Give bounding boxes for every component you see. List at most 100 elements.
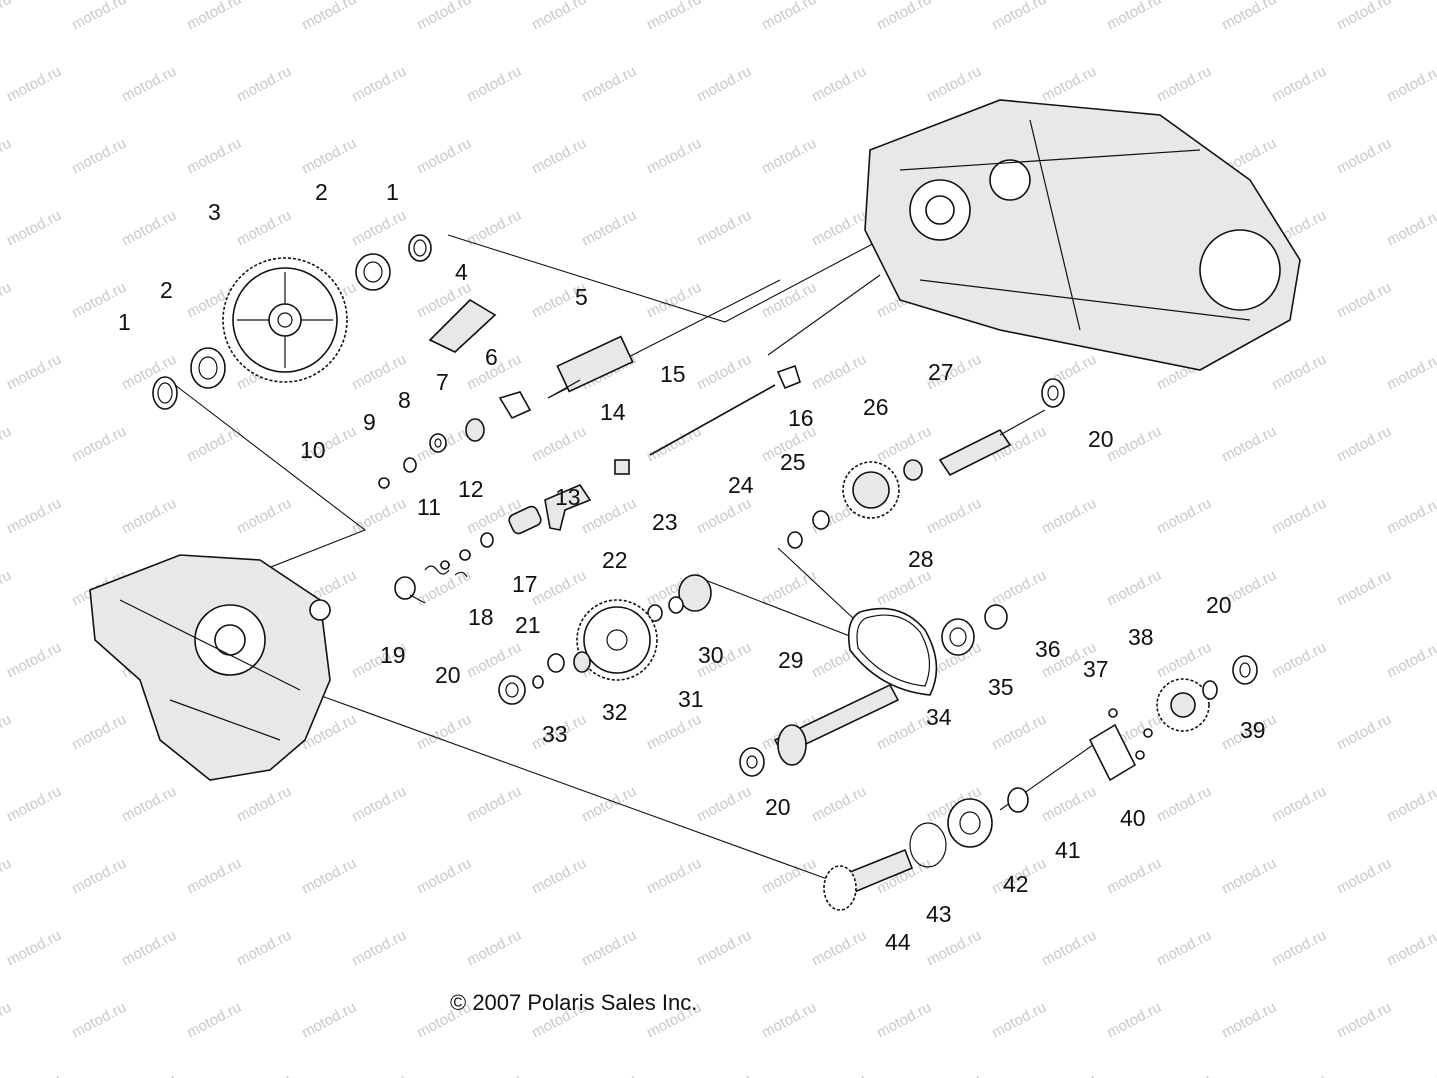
watermark-text: motod.ru xyxy=(1269,1071,1329,1078)
seal-1-lower xyxy=(152,376,178,410)
watermark-text: motod.ru xyxy=(644,855,704,898)
watermark-text: motod.ru xyxy=(0,0,14,34)
watermark-text: motod.ru xyxy=(1334,0,1394,34)
callout-5: 5 xyxy=(575,284,588,310)
watermark-text: motod.ru xyxy=(579,927,639,970)
watermark-text: motod.ru xyxy=(694,351,754,394)
watermark-text: motod.ru xyxy=(989,711,1049,754)
oring-43 xyxy=(909,822,947,868)
watermark-text: motod.ru xyxy=(1269,639,1329,682)
watermark-text: motod.ru xyxy=(4,207,64,250)
watermark-text: motod.ru xyxy=(1269,783,1329,826)
callout-20: 20 xyxy=(765,794,791,820)
bracket-4 xyxy=(428,298,497,353)
watermark-text: motod.ru xyxy=(234,1071,294,1078)
watermark-text: motod.ru xyxy=(924,63,984,106)
watermark-text: motod.ru xyxy=(184,423,244,466)
watermark-text: motod.ru xyxy=(0,855,14,898)
watermark-text: motod.ru xyxy=(1039,927,1099,970)
callout-22: 22 xyxy=(602,547,628,573)
callout-18: 18 xyxy=(468,604,494,630)
watermark-text: motod.ru xyxy=(1384,1071,1437,1078)
watermark-text: motod.ru xyxy=(1334,711,1394,754)
watermark-text: motod.ru xyxy=(529,855,589,898)
copyright-notice: © 2007 Polaris Sales Inc. xyxy=(450,990,698,1015)
watermark-text: motod.ru xyxy=(1269,927,1329,970)
callout-17: 17 xyxy=(512,571,538,597)
shaft-15 xyxy=(649,384,776,456)
watermark-text: motod.ru xyxy=(1269,351,1329,394)
callout-43: 43 xyxy=(926,901,952,927)
watermark-text: motod.ru xyxy=(644,711,704,754)
watermark-text: motod.ru xyxy=(1384,63,1437,106)
shift-fork-13 xyxy=(544,484,592,531)
watermark-text: motod.ru xyxy=(1219,999,1279,1042)
callout-33: 33 xyxy=(542,721,568,747)
watermark-text: motod.ru xyxy=(1039,1071,1099,1078)
watermark-text: motod.ru xyxy=(299,855,359,898)
watermark-text: motod.ru xyxy=(1334,567,1394,610)
callout-19: 19 xyxy=(380,642,406,668)
watermark-text: motod.ru xyxy=(759,999,819,1042)
spring-17 xyxy=(508,505,542,535)
watermark-text: motod.ru xyxy=(694,207,754,250)
watermark-text: motod.ru xyxy=(4,927,64,970)
watermark-text: motod.ru xyxy=(349,783,409,826)
watermark-text: motod.ru xyxy=(1384,927,1437,970)
watermark-text: motod.ru xyxy=(234,927,294,970)
watermark-text: motod.ru xyxy=(184,855,244,898)
watermark-text: motod.ru xyxy=(1334,279,1394,322)
watermark-text: motod.ru xyxy=(234,63,294,106)
callout-38: 38 xyxy=(1128,624,1154,650)
watermark-text: motod.ru xyxy=(234,783,294,826)
callout-3: 3 xyxy=(208,199,221,225)
ring-33 xyxy=(532,675,544,689)
watermark-text: motod.ru xyxy=(924,1071,984,1078)
watermark-text: motod.ru xyxy=(464,783,524,826)
watermark-text: motod.ru xyxy=(1219,423,1279,466)
watermark-text: motod.ru xyxy=(759,0,819,34)
watermark-text: motod.ru xyxy=(234,207,294,250)
watermark-text: motod.ru xyxy=(694,783,754,826)
watermark-text: motod.ru xyxy=(1154,639,1214,682)
plate-40 xyxy=(1088,723,1137,782)
clip-16 xyxy=(776,364,801,390)
watermark-text: motod.ru xyxy=(1384,207,1437,250)
watermark-text: motod.ru xyxy=(874,999,934,1042)
watermark-text: motod.ru xyxy=(69,0,129,34)
watermark-text: motod.ru xyxy=(1104,855,1164,898)
callout-30: 30 xyxy=(698,642,724,668)
ring-30 xyxy=(668,596,684,614)
watermark-text: motod.ru xyxy=(1219,855,1279,898)
chain-34 xyxy=(847,607,938,696)
watermark-text: motod.ru xyxy=(299,135,359,178)
watermark-text: motod.ru xyxy=(1334,423,1394,466)
callout-1: 1 xyxy=(386,179,399,205)
watermark-text: motod.ru xyxy=(414,855,474,898)
watermark-text: motod.ru xyxy=(0,567,14,610)
callout-20: 20 xyxy=(1088,426,1114,452)
bearing-20-far-right xyxy=(1232,655,1258,685)
watermark-text: motod.ru xyxy=(1384,495,1437,538)
watermark-text: motod.ru xyxy=(4,783,64,826)
watermark-text: motod.ru xyxy=(924,927,984,970)
spring-18 xyxy=(454,571,468,578)
watermark-text: motod.ru xyxy=(299,0,359,34)
callout-24: 24 xyxy=(728,472,754,498)
callout-2: 2 xyxy=(315,179,328,205)
watermark-text: motod.ru xyxy=(1154,783,1214,826)
watermark-text: motod.ru xyxy=(1154,63,1214,106)
callout-44: 44 xyxy=(885,929,911,955)
watermark-text: motod.ru xyxy=(299,999,359,1042)
watermark-text: motod.ru xyxy=(349,927,409,970)
watermark-text: motod.ru xyxy=(529,567,589,610)
watermark-text: motod.ru xyxy=(874,0,934,34)
watermark-text: motod.ru xyxy=(644,0,704,34)
clip-9 xyxy=(403,457,417,473)
bearing-20-lower xyxy=(739,747,765,777)
callout-27: 27 xyxy=(928,359,954,385)
watermark-text: motod.ru xyxy=(1039,63,1099,106)
watermark-text: motod.ru xyxy=(694,927,754,970)
callout-36: 36 xyxy=(1035,636,1061,662)
watermark-text: motod.ru xyxy=(1334,999,1394,1042)
